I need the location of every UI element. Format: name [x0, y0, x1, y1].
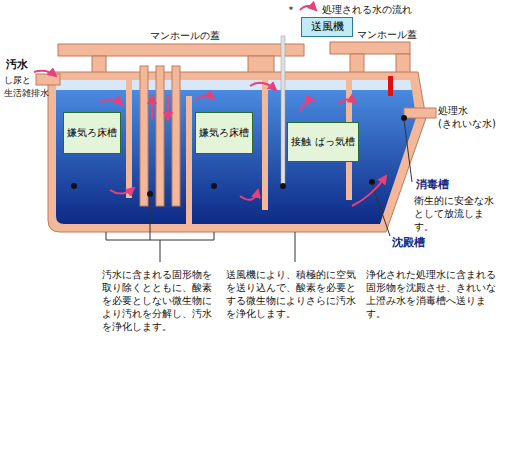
- box-label: 送風機: [311, 21, 344, 33]
- part-label: マンホール蓋: [357, 28, 417, 41]
- top-slab: [58, 44, 304, 56]
- part-label: し尿と 生活雑排水: [4, 74, 36, 100]
- tank-media-box: 嫌気ろ床槽: [63, 112, 121, 154]
- tank-shell: [48, 72, 426, 232]
- box-label: 嫌気ろ床槽: [67, 127, 117, 139]
- part-label: (きれいな水): [438, 117, 496, 130]
- tank-media-box: 嫌気ろ床槽: [195, 112, 253, 154]
- description-text: 浄化された処理水に含まれる固形物を沈殿させ、きれいな上澄み水を消毒槽へ送ります。: [366, 268, 500, 320]
- top-slab: [330, 42, 410, 54]
- diffuser-dots: [71, 115, 407, 197]
- box-label: 嫌気ろ床槽: [199, 127, 249, 139]
- air-pipe: [281, 36, 285, 186]
- pipe: [140, 66, 148, 206]
- flow-arrows: [34, 6, 386, 206]
- partition: [186, 96, 192, 224]
- part-label: マンホールの蓋: [150, 29, 220, 42]
- box-label: 接触 ばっ気槽: [291, 136, 354, 148]
- stopper: [388, 76, 393, 96]
- part-label: 処理水: [438, 104, 468, 117]
- partition: [126, 80, 132, 198]
- pipe: [172, 66, 180, 206]
- part-label: 消毒槽: [416, 178, 449, 191]
- riser: [92, 56, 106, 74]
- part-label: 処理される水の流れ: [322, 3, 412, 16]
- part-label: ＊: [286, 3, 296, 16]
- part-label: 沈殿槽: [392, 236, 425, 249]
- part-label: 汚水: [6, 58, 28, 71]
- partition: [262, 80, 268, 210]
- riser: [350, 54, 364, 74]
- description-text: 送風機により、積極的に空気を送り込んで、酸素を必要とする微生物によりさらに汚水を…: [226, 268, 358, 320]
- riser: [396, 54, 410, 74]
- blower-box: 送風機: [301, 17, 353, 37]
- outlet-pipe: [404, 108, 436, 118]
- riser: [248, 56, 274, 74]
- pipe: [156, 66, 164, 206]
- part-label: 衛生的に安全な水として放流します。: [414, 194, 502, 233]
- tank-air: [56, 80, 416, 224]
- description-text: 汚水に含まれる固形物を取り除くとともに、酸素を必要としない微生物により汚れを分解…: [102, 268, 218, 333]
- water: [56, 90, 416, 224]
- tank-media-box: 接触 ばっ気槽: [287, 122, 359, 162]
- leader-lines: [106, 120, 412, 262]
- inlet-pipe: [36, 74, 60, 85]
